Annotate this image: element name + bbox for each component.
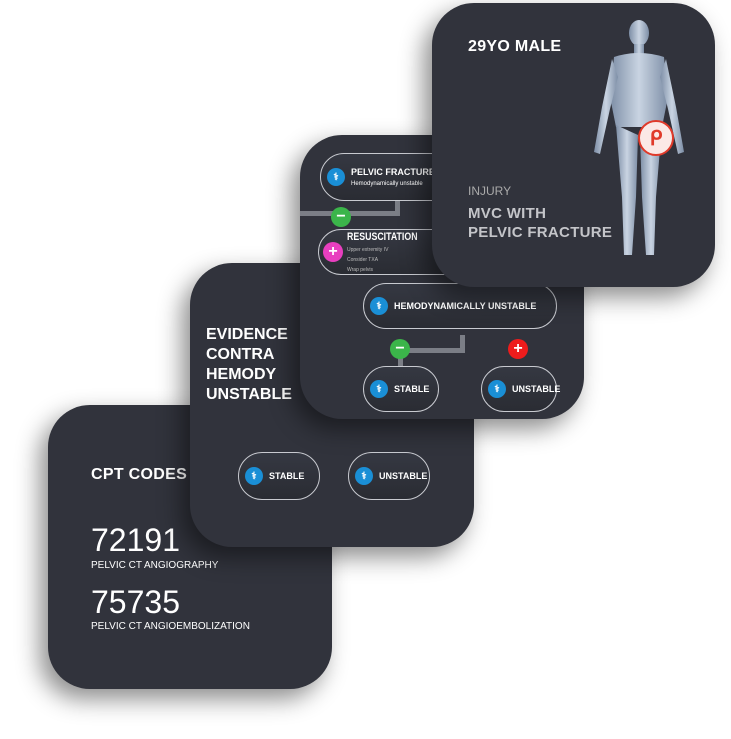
plus-icon: + xyxy=(323,242,343,262)
stable-button[interactable]: ⚕ STABLE xyxy=(238,452,320,500)
connector xyxy=(398,348,464,353)
node-title: STABLE xyxy=(394,384,430,394)
patient-card: 29YO MALE ᑭ INJURY MVC WITH PELVIC FRACT… xyxy=(432,3,715,287)
stethoscope-icon: ⚕ xyxy=(245,467,263,485)
stable-node[interactable]: ⚕ STABLE xyxy=(363,366,439,412)
injury-line: PELVIC FRACTURE xyxy=(468,224,613,241)
unstable-button[interactable]: ⚕ UNSTABLE xyxy=(348,452,430,500)
stethoscope-icon: ⚕ xyxy=(327,168,345,186)
pelvis-marker-icon[interactable]: ᑭ xyxy=(638,120,674,156)
title-line: CONTRA xyxy=(206,346,275,363)
node-title: HEMODYNAMICALLY UNSTABLE xyxy=(394,301,537,311)
cpt-desc: PELVIC CT ANGIOGRAPHY xyxy=(91,560,219,571)
cpt-title: CPT CODES xyxy=(91,466,188,483)
node-title: PELVIC FRACTURE xyxy=(351,167,435,177)
injury-label: INJURY xyxy=(468,184,512,198)
stethoscope-icon: ⚕ xyxy=(355,467,373,485)
cpt-desc: PELVIC CT ANGIOEMBOLIZATION xyxy=(91,621,250,632)
stethoscope-icon: ⚕ xyxy=(370,380,388,398)
resus-item: Consider TXA xyxy=(347,257,379,263)
patient-title: 29YO MALE xyxy=(468,38,562,55)
unstable-node[interactable]: ⚕ UNSTABLE xyxy=(481,366,561,412)
unstable-label: UNSTABLE xyxy=(379,471,428,481)
body-figure-icon xyxy=(594,20,684,255)
connector xyxy=(460,335,465,353)
stable-label: STABLE xyxy=(269,471,305,481)
node-subtitle: Hemodynamically unstable xyxy=(351,181,423,187)
stethoscope-icon: ⚕ xyxy=(370,297,388,315)
title-line: HEMODY xyxy=(206,366,277,383)
title-line: EVIDENCE xyxy=(206,326,288,343)
hemodynamically-unstable-node[interactable]: ⚕ HEMODYNAMICALLY UNSTABLE xyxy=(363,283,557,329)
resus-item: Wrap pelvis xyxy=(347,267,374,273)
cpt-code: 75735 xyxy=(91,584,180,620)
connector xyxy=(398,343,403,377)
injury-value: MVC WITH PELVIC FRACTURE xyxy=(468,204,612,242)
injury-line: MVC WITH xyxy=(468,205,547,222)
plus-icon[interactable]: + xyxy=(508,339,528,359)
minus-icon[interactable]: − xyxy=(390,339,410,359)
stethoscope-icon: ⚕ xyxy=(488,380,506,398)
resus-item: Upper extremity IV xyxy=(347,247,389,253)
node-title: RESUSCITATION xyxy=(347,231,418,243)
node-title: UNSTABLE xyxy=(512,384,561,394)
title-line: UNSTABLE xyxy=(206,386,292,403)
minus-icon[interactable]: − xyxy=(331,207,351,227)
cpt-code: 72191 xyxy=(91,522,180,558)
evidence-title: EVIDENCE CONTRA HEMODY UNSTABLE xyxy=(206,325,292,405)
